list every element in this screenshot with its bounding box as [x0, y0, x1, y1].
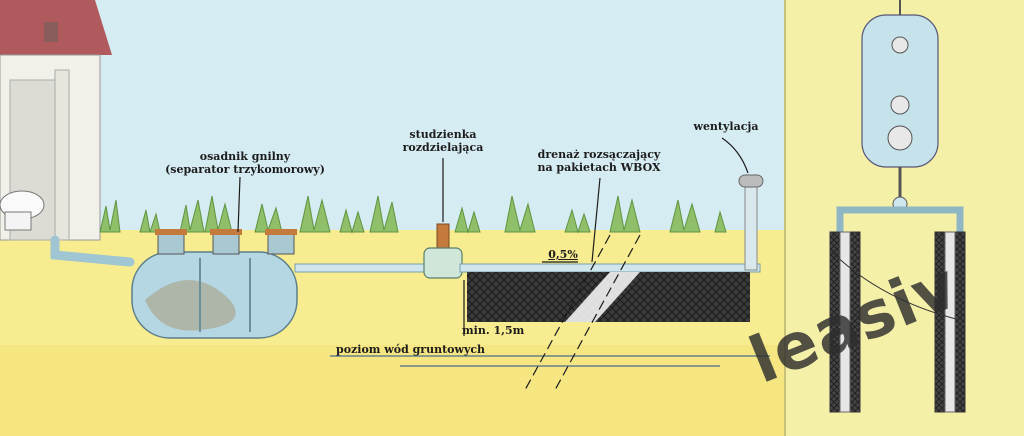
grass-tuft: [339, 208, 365, 234]
distribution-well-label-line2: rozdzielająca: [402, 141, 484, 154]
min-depth-label: min. 1,5m: [462, 324, 525, 337]
septic-lid: [210, 229, 242, 235]
vent-pipe-cap: [738, 174, 764, 188]
grass-tuft: [99, 199, 121, 233]
grass-tuft: [454, 206, 481, 234]
distribution-well: [423, 223, 463, 279]
septic-tank-label-line1: osadnik gnilny: [199, 150, 291, 163]
grass-tuft: [714, 210, 727, 233]
septic-tank-label: osadnik gnilny (separator trzykomorowy): [165, 150, 325, 176]
groundwater-label: poziom wód gruntowych: [336, 343, 486, 356]
sky-area: [0, 0, 785, 235]
arrow-septic: [237, 176, 241, 233]
vertical-detail: [829, 0, 966, 413]
grass-tuft: [369, 195, 399, 233]
vertical-groundline: [829, 249, 961, 321]
septic-tank: [131, 229, 298, 339]
ventilation-label: wentylacja: [693, 120, 759, 133]
ground-lower-band: [0, 345, 785, 436]
grass-tuft: [179, 199, 205, 233]
drainage-cutaway: [565, 272, 640, 322]
house-outlet-pipe: [50, 235, 135, 267]
vertical-well-right-pipe: [944, 231, 956, 413]
septic-tank-label-line2: (separator trzykomorowy): [165, 163, 325, 176]
arrow-vent: [721, 137, 749, 174]
grass-tuft: [564, 208, 591, 234]
grass-tuft: [609, 195, 641, 233]
vertical-branch-pipes: [836, 206, 964, 235]
house-chimney: [44, 22, 58, 42]
vertical-tank-port: [890, 95, 910, 115]
vertical-tank-port: [887, 125, 913, 151]
grass-tuft: [299, 195, 331, 233]
distribution-well-label: studzienka rozdzielająca: [390, 128, 496, 154]
house: [0, 0, 112, 241]
vent-pipe: [738, 174, 764, 271]
vertical-well-left-pipe: [839, 231, 851, 413]
septic-lid: [155, 229, 187, 235]
well-body: [423, 247, 463, 279]
drainage-label-line2: na pakietach WBOX: [537, 161, 661, 174]
house-pillar: [54, 69, 70, 241]
septic-riser: [212, 231, 240, 255]
septic-riser: [267, 231, 295, 255]
distribution-well-label-line1: studzienka: [409, 128, 477, 141]
septic-tank-sludge: [145, 280, 236, 331]
slope-label: 0,5%: [548, 248, 578, 261]
pipe-to-drainage: [459, 263, 761, 273]
annotation-arrows: [237, 137, 770, 391]
arrow-drainage: [591, 177, 601, 263]
grass: [99, 195, 727, 234]
grass-tuft: [504, 195, 536, 233]
septic-riser: [157, 231, 185, 255]
drainage-label: drenaż rozsączający na pakietach WBOX: [524, 148, 674, 174]
toilet-base: [4, 211, 32, 231]
grass-tuft: [669, 199, 701, 233]
septic-lid: [265, 229, 297, 235]
vertical-tank-port: [891, 36, 909, 54]
pipe-to-well: [294, 263, 428, 273]
vent-pipe-shaft: [744, 184, 758, 271]
drainage-label-line1: drenaż rozsączający: [537, 148, 661, 161]
